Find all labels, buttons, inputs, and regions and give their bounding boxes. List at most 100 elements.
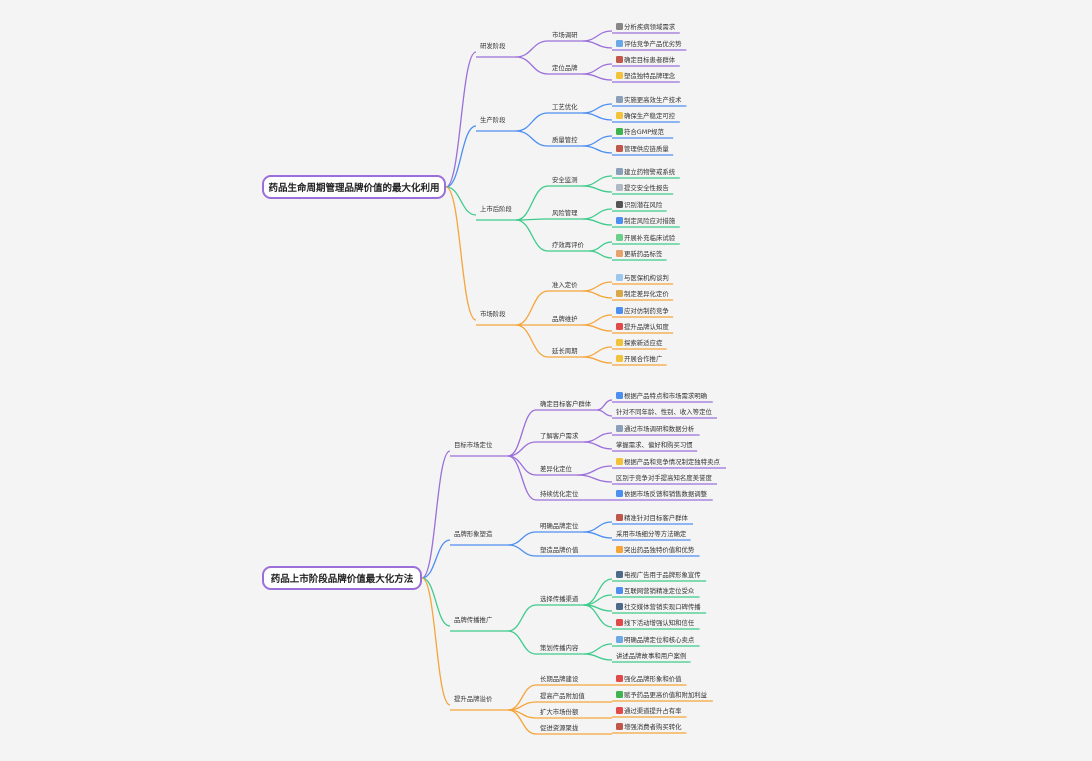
- map1-leaf-3-0-1[interactable]: 制定差异化定价: [616, 290, 669, 298]
- map1-branch-1[interactable]: 生产阶段: [480, 116, 506, 124]
- map1-leaf-2-0-1[interactable]: 提交安全性报告: [616, 184, 669, 192]
- map2-leaf-0-0-0[interactable]: 根据产品特点和市场需求明确: [616, 392, 707, 400]
- map2-edge-b0-c2-l1: [576, 474, 613, 483]
- map1-node-0-0[interactable]: 市场调研: [552, 31, 578, 39]
- map2-leaf-2-0-3[interactable]: 线下活动增强认知和信任: [616, 619, 694, 627]
- map2-node-0-1[interactable]: 了解客户需求: [540, 432, 578, 440]
- check-icon: [616, 691, 623, 698]
- map1-edge-b1-c1-l0: [582, 135, 613, 147]
- map1-leaf-0-1-0[interactable]: 确定目标患者群体: [616, 56, 675, 64]
- map2-edge-b0-c1-l0: [583, 432, 613, 443]
- map2-branch-0-text: 目标市场定位: [454, 441, 493, 449]
- map1-branch-0[interactable]: 研发阶段: [480, 42, 506, 50]
- map1-node-3-0-text: 准入定价: [552, 281, 578, 289]
- map2-branch-3[interactable]: 提升品牌溢价: [454, 695, 492, 703]
- map1-leaf-0-0-1[interactable]: 评估竞争产品优劣势: [616, 40, 682, 48]
- map1-node-0-0-text: 市场调研: [552, 31, 578, 39]
- map2-node-2-1[interactable]: 策划传播内容: [540, 644, 578, 652]
- map1-node-3-0[interactable]: 准入定价: [552, 281, 578, 289]
- map2-node-3-1[interactable]: 提高产品附加值: [540, 692, 585, 700]
- map1-node-2-2[interactable]: 疗效再评价: [552, 241, 584, 249]
- map2-edge-b0-c0-l1: [596, 409, 613, 417]
- map1-leaf-2-2-0[interactable]: 开展补充临床试验: [616, 234, 675, 242]
- map2-branch-0[interactable]: 目标市场定位: [454, 441, 492, 449]
- map2-node-3-2[interactable]: 扩大市场份额: [540, 708, 578, 716]
- map2-leaf-0-3-0[interactable]: 依据市场反馈和销售数据调整: [616, 490, 707, 498]
- map2-edge-b2-c0-l0: [583, 578, 613, 606]
- map2-node-0-3[interactable]: 持续优化定位: [540, 490, 578, 498]
- map2-leaf-3-2-0[interactable]: 通过渠道提升占有率: [616, 707, 682, 715]
- map1-leaf-2-1-0[interactable]: 识别潜在风险: [616, 201, 662, 209]
- map2-edge-root-b0: [421, 450, 451, 579]
- map1-leaf-3-2-1-text: 开展合作推广: [624, 355, 663, 363]
- map2-edge-b0-c2: [507, 455, 537, 476]
- map1-leaf-3-0-0[interactable]: 与医保机构谈判: [616, 274, 669, 282]
- map1-node-1-0[interactable]: 工艺优化: [552, 103, 578, 111]
- map2-leaf-0-1-1[interactable]: 掌握需求、偏好和购买习惯: [616, 441, 693, 449]
- map1-branch-2[interactable]: 上市后阶段: [480, 205, 512, 213]
- map1-edge-b3-c2-l1: [582, 356, 613, 364]
- map1-node-3-2[interactable]: 延长周期: [552, 347, 578, 355]
- map2-branch-2[interactable]: 品牌传播推广: [454, 616, 492, 624]
- map1-root-node[interactable]: 药品生命周期管理品牌价值的最大化利用: [262, 175, 446, 199]
- map1-leaf-1-0-0[interactable]: 实施更高效生产技术: [616, 96, 682, 104]
- map2-leaf-2-1-1[interactable]: 讲述品牌故事和用户案例: [616, 652, 686, 660]
- map2-leaf-1-1-0[interactable]: 突出药品独特价值和优势: [616, 546, 694, 554]
- map2-node-3-0[interactable]: 长期品牌建设: [540, 675, 578, 683]
- map2-node-0-2[interactable]: 差异化定位: [540, 465, 572, 473]
- map1-leaf-1-0-1[interactable]: 确保生产稳定可控: [616, 112, 675, 120]
- map2-node-1-1[interactable]: 塑造品牌价值: [540, 546, 578, 554]
- map2-leaf-3-1-0[interactable]: 赋予药品更高价值和附加利益: [616, 691, 707, 699]
- map1-branch-3[interactable]: 市场阶段: [480, 310, 506, 318]
- map2-leaf-3-3-0[interactable]: 增强消费者购买转化: [616, 723, 682, 731]
- map1-leaf-2-2-1[interactable]: 更新药品标签: [616, 250, 662, 258]
- map1-edge-b3-c0: [515, 290, 549, 326]
- map2-leaf-1-0-1[interactable]: 采用市场细分等方法确定: [616, 530, 686, 538]
- map2-root-node[interactable]: 药品上市阶段品牌价值最大化方法: [262, 566, 422, 590]
- map1-leaf-1-0-1-text: 确保生产稳定可控: [624, 112, 676, 120]
- map1-leaf-0-0-0[interactable]: 分析疾病领域需求: [616, 23, 675, 31]
- map2-leaf-0-1-0[interactable]: 通过市场调研和数据分析: [616, 425, 694, 433]
- map1-leaf-1-1-1[interactable]: 管理供应链质量: [616, 145, 669, 153]
- map1-node-3-1[interactable]: 品牌维护: [552, 315, 578, 323]
- map2-node-2-0-text: 选择传播渠道: [540, 595, 579, 603]
- map2-leaf-2-1-0[interactable]: 明确品牌定位和核心卖点: [616, 636, 694, 644]
- map2-leaf-2-0-2[interactable]: 社交媒体营销实现口碑传播: [616, 603, 701, 611]
- cloud-icon: [616, 274, 623, 281]
- map2-leaf-0-2-0[interactable]: 根据产品和竞争情况制定独特卖点: [616, 458, 720, 466]
- globe-icon: [616, 587, 623, 594]
- cycle-icon: [616, 490, 623, 497]
- map1-leaf-3-1-0-text: 应对仿制药竞争: [624, 307, 669, 315]
- map1-leaf-1-1-0[interactable]: 符合GMP规范: [616, 128, 664, 136]
- map2-leaf-0-0-1[interactable]: 针对不同年龄、性别、收入等定位: [616, 408, 712, 416]
- map2-node-3-3[interactable]: 促进资源聚拢: [540, 724, 578, 732]
- map1-leaf-3-2-1[interactable]: 开展合作推广: [616, 355, 662, 363]
- map2-leaf-1-0-0[interactable]: 精准针对目标客户群体: [616, 514, 688, 522]
- map1-node-2-1[interactable]: 风险管理: [552, 209, 578, 217]
- map1-branch-2-text: 上市后阶段: [480, 205, 512, 213]
- map2-leaf-2-0-0[interactable]: 电视广告用于品牌形象宣传: [616, 571, 701, 579]
- map1-leaf-2-0-0[interactable]: 建立药物警戒系统: [616, 168, 675, 176]
- map1-leaf-3-1-0[interactable]: 应对仿制药竞争: [616, 307, 669, 315]
- shield-icon: [616, 217, 623, 224]
- map1-node-1-1[interactable]: 质量管控: [552, 136, 578, 144]
- map2-leaf-2-0-3-text: 线下活动增强认知和信任: [624, 619, 695, 627]
- map2-branch-1[interactable]: 品牌形象塑造: [454, 530, 492, 538]
- map2-node-0-0[interactable]: 确定目标客户群体: [540, 400, 591, 408]
- map1-leaf-3-1-1[interactable]: 提升品牌认知度: [616, 323, 669, 331]
- map1-leaf-0-1-1[interactable]: 塑造独特品牌理念: [616, 72, 675, 80]
- map1-edge-b3-c2: [515, 324, 549, 358]
- map1-leaf-2-1-1[interactable]: 制定风险应对措施: [616, 217, 675, 225]
- map2-node-1-0[interactable]: 明确品牌定位: [540, 522, 578, 530]
- map2-edge-root-b3: [421, 577, 451, 706]
- map1-leaf-3-2-0[interactable]: 探索新适应症: [616, 339, 662, 347]
- map2-leaf-2-0-1[interactable]: 互联网营销精准定位受众: [616, 587, 694, 595]
- map2-leaf-0-1-1-text: 掌握需求、偏好和购买习惯: [616, 441, 693, 449]
- map1-node-0-1[interactable]: 定位品牌: [552, 64, 578, 72]
- map2-branch-2-text: 品牌传播推广: [454, 616, 493, 624]
- map1-node-2-0[interactable]: 安全监测: [552, 176, 578, 184]
- map2-node-2-0[interactable]: 选择传播渠道: [540, 595, 578, 603]
- map2-leaf-0-2-1[interactable]: 区别于竞争对手提高知名度美誉度: [616, 474, 712, 482]
- map2-edge-b1-c0-l1: [583, 531, 613, 539]
- map2-leaf-3-0-0[interactable]: 强化品牌形象和价值: [616, 675, 682, 683]
